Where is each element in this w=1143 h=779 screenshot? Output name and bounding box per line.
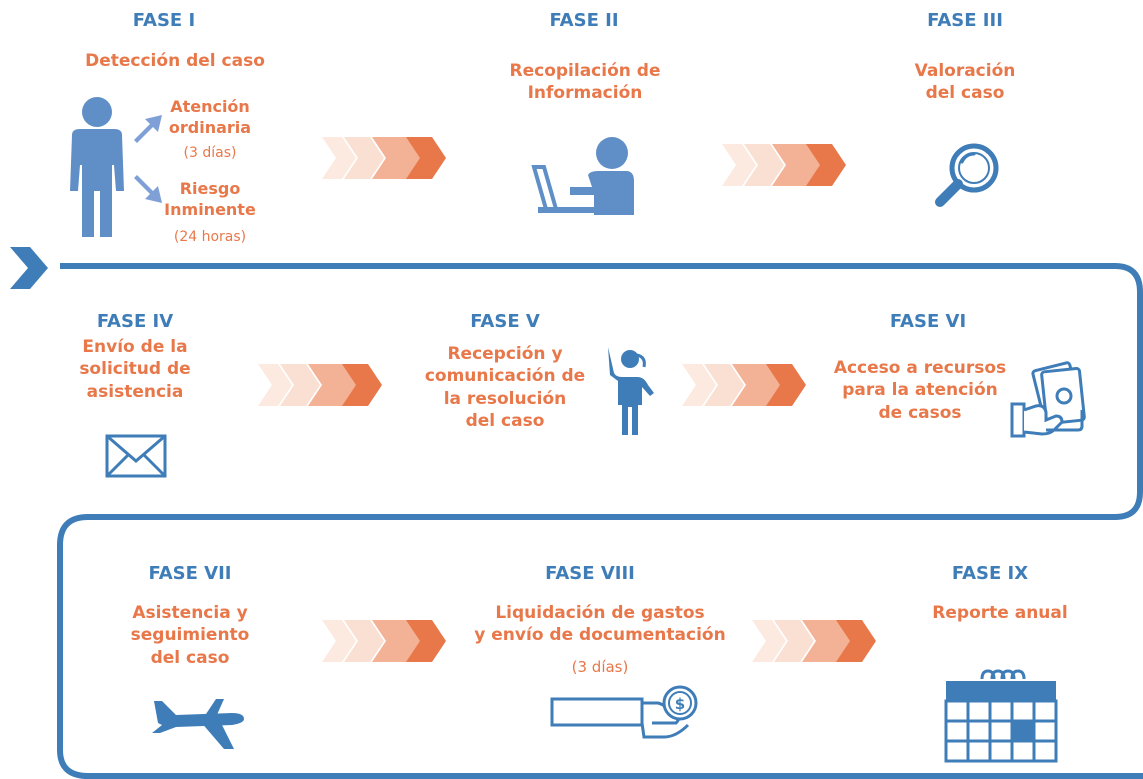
chevron-arrow [806,144,846,186]
chevron-arrow [344,137,384,179]
branch-1-title: Atención ordinaria [168,97,252,138]
branch-arrows-icon [134,115,162,203]
phase-5-label: FASE V [470,311,540,332]
chevron-arrow [342,364,382,406]
airplane-icon [152,699,244,749]
phase-3-label: FASE III [927,10,1003,31]
chevron-arrow [406,620,446,662]
chevron-arrow [722,144,756,186]
chevron-arrow [406,137,446,179]
branch-1-note: (3 días) [183,145,237,161]
phase-9-title: Reporte anual [932,603,1068,623]
phase-4-label: FASE IV [96,311,174,332]
phase-8-title: Liquidación de gastos y envío de documen… [474,603,726,646]
phase-6-title: Acceso a recursos para la atención de ca… [833,358,1007,423]
chevron-arrow [752,620,786,662]
hand-coin-icon: $ [550,685,698,739]
chevron-arrow [744,144,784,186]
branch-2-note: (24 horas) [173,229,247,245]
phase-1-label: FASE I [132,10,196,31]
chevron-arrow [322,620,356,662]
phase-7-title: Asistencia y seguimiento del caso [130,603,250,668]
phase-1-title: Detección del caso [85,51,265,71]
phase-9-label: FASE IX [951,563,1029,584]
phase-4-title: Envío de la solicitud de asistencia [79,337,191,402]
phase-7-label: FASE VII [148,563,232,584]
phase-5-title: Recepción y comunicación de la resolució… [424,344,586,432]
person-icon [70,97,124,237]
laptop-user-icon [531,137,634,215]
phase-6-label: FASE VI [889,311,967,332]
chevron-arrow [682,364,716,406]
chevron-arrow [704,364,744,406]
chevron-arrow [774,620,814,662]
phase-8-note: (3 días) [571,658,629,676]
chevron-arrow [280,364,320,406]
chevron-arrow [836,620,876,662]
phase-2-title: Recopilación de Información [509,61,661,104]
envelope-icon [105,434,167,478]
phase-2-label: FASE II [549,10,619,31]
calendar-icon [944,669,1058,763]
magnifier-icon [935,143,999,207]
person-waving-icon [608,347,654,435]
phase-8-label: FASE VIII [545,563,635,584]
phase-3-title: Valoración del caso [914,61,1016,104]
chevron-arrow [344,620,384,662]
branch-2-title: Riesgo Inminente [164,179,256,220]
chevron-arrow [322,137,356,179]
svg-text:$: $ [675,695,685,713]
chevron-arrow [258,364,292,406]
money-hand-icon [1010,361,1086,438]
chevron-arrow [766,364,806,406]
